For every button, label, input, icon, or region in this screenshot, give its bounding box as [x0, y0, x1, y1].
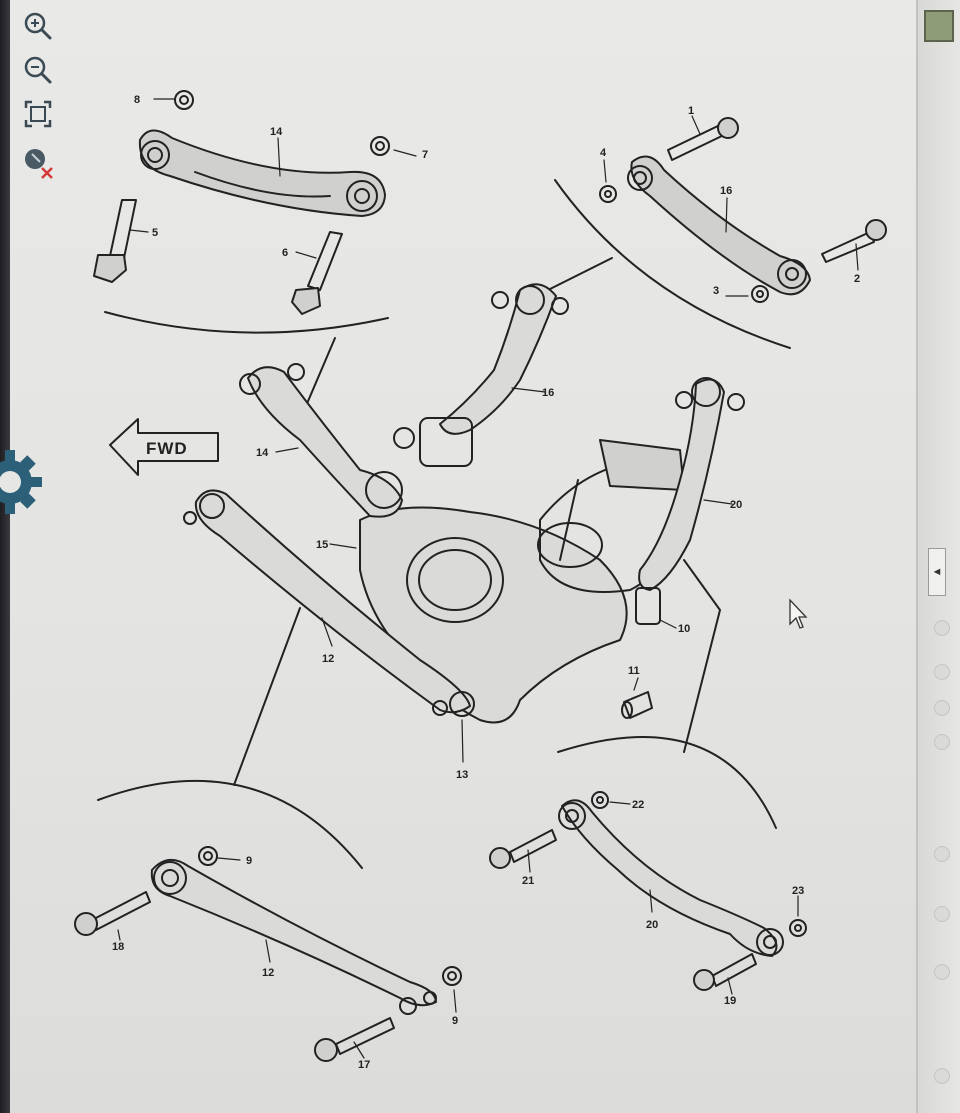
control-arm-16-detail: [627, 155, 811, 296]
callout-18: 18: [112, 941, 124, 953]
callout-5: 5: [152, 227, 158, 239]
callout-16-assembly: 16: [542, 387, 554, 399]
detail-arc-bottom-left: [97, 779, 363, 869]
scroll-marker: [934, 664, 950, 680]
nut-9-top: [198, 846, 218, 866]
zoom-out-button[interactable]: [18, 50, 58, 90]
bolt-19: [693, 953, 757, 991]
callout-9-bottom: 9: [452, 1015, 458, 1027]
zoom-out-icon: [24, 56, 52, 84]
callout-23: 23: [792, 885, 804, 897]
callout-15: 15: [316, 539, 328, 551]
nut-9-bottom: [442, 966, 462, 986]
callout-14-detail: 14: [270, 126, 283, 138]
control-arm-12-detail: [150, 859, 437, 1015]
zoom-in-button[interactable]: [18, 6, 58, 46]
callout-11: 11: [628, 665, 640, 677]
detail-arc-bottom-right: [557, 735, 777, 829]
callout-3: 3: [713, 285, 719, 297]
scroll-marker: [934, 734, 950, 750]
scrollbar-border: [916, 0, 918, 1113]
callout-12-assembly: 12: [322, 653, 334, 665]
control-arm-12-assembly: [183, 489, 475, 717]
bolt-18: [74, 891, 151, 936]
detail-arc-top-right: [554, 179, 791, 349]
fit-screen-button[interactable]: [18, 94, 58, 134]
callout-17: 17: [358, 1059, 370, 1071]
nut-8: [174, 90, 194, 110]
callout-8: 8: [134, 94, 140, 106]
callout-10: 10: [678, 623, 690, 635]
pin-11: [621, 691, 653, 719]
nut-3: [751, 285, 769, 303]
callout-19: 19: [724, 995, 736, 1007]
bolt-5: [93, 199, 137, 283]
nut-23: [789, 919, 807, 937]
callout-6: 6: [282, 247, 288, 259]
callout-12-detail: 12: [262, 967, 274, 979]
fit-screen-icon: [24, 100, 52, 128]
control-arm-14-assembly: [239, 363, 403, 518]
scroll-marker: [934, 1068, 950, 1084]
scroll-marker: [934, 620, 950, 636]
callout-1: 1: [688, 105, 694, 117]
callout-21: 21: [522, 875, 534, 887]
control-arm-14-detail: [138, 129, 386, 217]
scroll-marker: [934, 964, 950, 980]
callout-22: 22: [632, 799, 644, 811]
reset-pointer-icon: [25, 149, 53, 179]
mouse-cursor-icon: [789, 598, 808, 629]
fwd-label: FWD: [146, 439, 188, 458]
scroll-arrow-button[interactable]: ◄: [928, 548, 946, 596]
callout-leaders: [117, 98, 859, 1059]
callout-13: 13: [456, 769, 468, 781]
leader-line-20: [683, 559, 721, 753]
leader-line-12: [233, 607, 301, 786]
bolt-1: [667, 117, 739, 161]
callout-7: 7: [422, 149, 428, 161]
detail-arc-top-left: [104, 311, 389, 334]
bolt-2: [821, 219, 887, 263]
zoom-in-icon: [24, 12, 52, 40]
control-arm-20-assembly: [635, 377, 745, 625]
callout-9-top: 9: [246, 855, 252, 867]
callout-2: 2: [854, 273, 860, 285]
callout-14-assembly: 14: [256, 447, 269, 459]
callout-20-detail: 20: [646, 919, 658, 931]
scroll-marker: [934, 700, 950, 716]
window-control-button[interactable]: [924, 10, 954, 42]
bolt-17: [314, 1017, 395, 1062]
control-arm-20-detail: [558, 799, 784, 957]
fwd-arrow: [109, 418, 219, 476]
viewer-toolbar: [18, 6, 62, 186]
callout-4: 4: [600, 147, 607, 159]
bolt-6: [291, 231, 343, 315]
control-arm-16-assembly: [393, 283, 569, 467]
callout-16-detail: 16: [720, 185, 732, 197]
scroll-marker: [934, 846, 950, 862]
nut-22: [591, 791, 609, 809]
settings-button[interactable]: [0, 444, 46, 520]
nut-4: [599, 185, 617, 203]
scroll-marker: [934, 906, 950, 922]
reset-view-button[interactable]: [18, 142, 58, 182]
nut-7: [370, 136, 390, 156]
leader-line-16: [547, 257, 613, 291]
window-edge: [0, 0, 10, 1113]
callout-20-assembly: 20: [730, 499, 742, 511]
gear-icon: [0, 450, 42, 514]
bolt-21: [489, 829, 557, 869]
